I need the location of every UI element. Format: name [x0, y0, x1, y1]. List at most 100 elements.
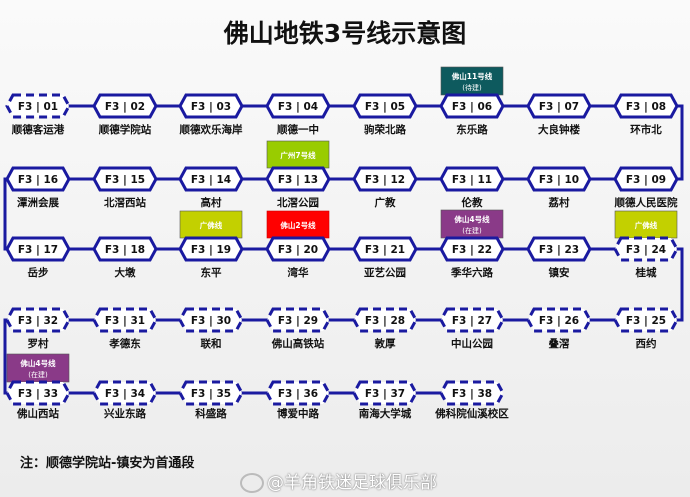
station[interactable]: F3 | 37 南海大学城: [352, 380, 418, 420]
station-name: 顺德欢乐海岸: [180, 123, 243, 136]
station-name: 大良钟楼: [538, 123, 580, 136]
station-name: 驹荣北路: [364, 123, 406, 136]
station-name: 顺德客运港: [12, 123, 65, 136]
station-code: F3 | 37: [365, 388, 405, 400]
station[interactable]: F3 | 34 兴业东路: [92, 380, 158, 420]
station-name: 叠滘: [549, 337, 570, 350]
station-code: F3 | 30: [191, 315, 231, 327]
station-box: [92, 307, 158, 333]
station-name: 镇安: [549, 266, 570, 279]
station-name: 北滘公园: [277, 196, 319, 209]
station-code: F3 | 25: [626, 315, 666, 327]
station-name: 高村: [201, 196, 222, 209]
station-box: [92, 236, 158, 262]
station-name: 桂城: [635, 266, 657, 279]
station[interactable]: F3 | 23 镇安: [526, 236, 592, 279]
station-code: F3 | 15: [105, 174, 145, 186]
station-box: [352, 307, 418, 333]
station-name: 湾华: [288, 266, 309, 279]
station-box: [265, 236, 331, 262]
station-code: F3 | 23: [539, 244, 579, 256]
transfer-status-label: (在建): [462, 226, 482, 235]
station-code: F3 | 29: [278, 315, 318, 327]
station-box: [352, 380, 418, 406]
transfer-badge: [440, 209, 504, 239]
station-box: [439, 307, 505, 333]
station-name: 伦教: [461, 196, 483, 209]
transfer-line-label: 佛山4号线: [19, 358, 56, 368]
station[interactable]: F3 | 28 敦厚: [352, 307, 418, 350]
station-name: 荔村: [548, 196, 570, 209]
station-code: F3 | 04: [278, 101, 318, 113]
station-name: 顺德人民医院: [615, 196, 678, 209]
station-box: [178, 380, 244, 406]
station-box: [265, 380, 331, 406]
station-code: F3 | 33: [18, 388, 58, 400]
station-box: [178, 236, 244, 262]
station-name: 联和: [201, 337, 222, 350]
station-name: 孝德东: [108, 337, 141, 350]
transfer-status-label: (在建): [28, 370, 48, 379]
station-name: 东平: [201, 266, 222, 279]
transfer-status-label: (待建): [462, 83, 482, 92]
station-name: 潭洲会展: [17, 196, 59, 209]
station-box: [5, 380, 71, 406]
transfer-line-label: 广佛线: [200, 220, 223, 230]
station[interactable]: F3 | 09 顺德人民医院: [613, 166, 679, 209]
station-box: [613, 236, 679, 262]
station-box: [265, 93, 331, 119]
station-name: 敦厚: [375, 337, 396, 350]
station-code: F3 | 20: [278, 244, 318, 256]
station-name: 罗村: [28, 337, 49, 350]
station-code: F3 | 09: [626, 174, 666, 186]
weibo-icon: [240, 473, 264, 493]
station[interactable]: F3 | 05 驹荣北路: [352, 93, 418, 136]
station-code: F3 | 05: [365, 101, 405, 113]
station-code: F3 | 21: [365, 244, 405, 256]
station-name: 南海大学城: [359, 407, 412, 420]
station-code: F3 | 12: [365, 174, 405, 186]
station-code: F3 | 28: [365, 315, 405, 327]
station-name: 中山公园: [451, 337, 493, 350]
station-code: F3 | 02: [105, 101, 145, 113]
station-code: F3 | 13: [278, 174, 318, 186]
station-name: 兴业东路: [104, 407, 146, 420]
station-code: F3 | 34: [105, 388, 145, 400]
station[interactable]: F3 | 30 联和: [178, 307, 244, 350]
watermark: @羊角铁迷足球俱乐部: [240, 468, 437, 493]
station-box: [613, 93, 679, 119]
station-name: 科盛路: [195, 407, 227, 420]
